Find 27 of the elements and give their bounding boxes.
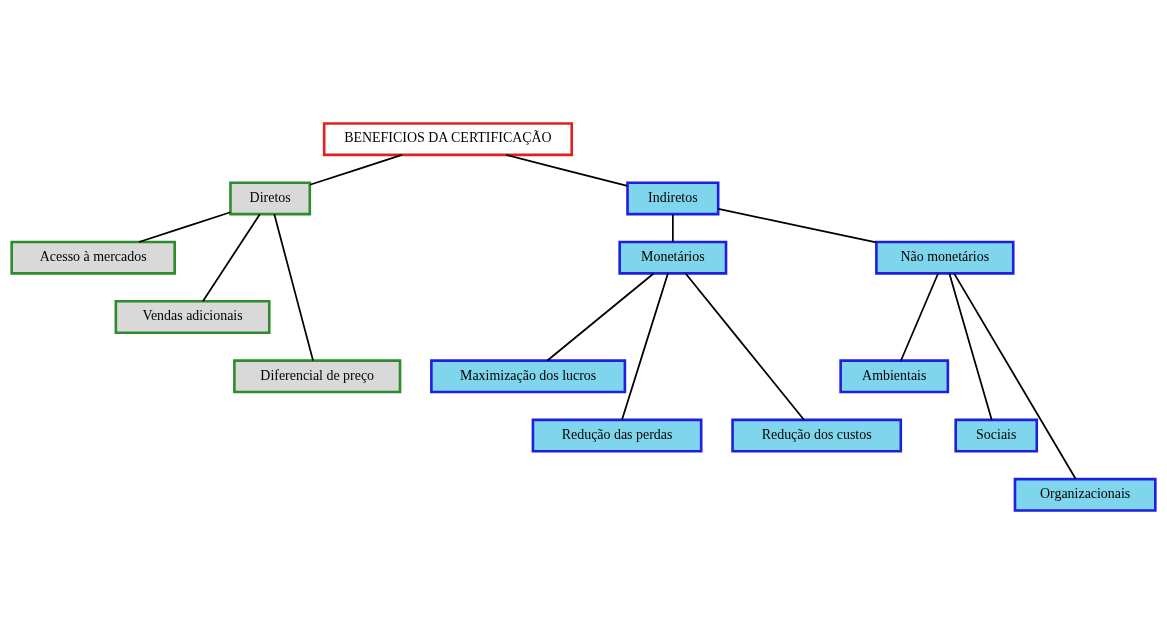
connector xyxy=(138,210,232,243)
connector xyxy=(672,213,674,242)
node-box: Diferencial de preço xyxy=(233,358,402,393)
node-box: Diretos xyxy=(229,180,312,215)
node-box: Não monetários xyxy=(875,240,1015,275)
node-box: Monetários xyxy=(618,240,728,275)
connector xyxy=(546,272,655,361)
connector xyxy=(202,212,261,302)
connector xyxy=(621,272,669,421)
connector xyxy=(505,153,629,187)
node-box: Maximização dos lucros xyxy=(430,358,627,393)
node-box: Vendas adicionais xyxy=(114,299,271,334)
node-box: Redução das perdas xyxy=(531,418,703,453)
node-box: Organizacionais xyxy=(1013,477,1157,512)
node-box: Indiretos xyxy=(626,180,720,215)
node-box: Ambientais xyxy=(839,358,950,393)
node-box: Acesso à mercados xyxy=(10,240,176,275)
connector xyxy=(309,153,403,186)
connector xyxy=(900,272,939,361)
connector xyxy=(953,272,1077,480)
connector xyxy=(717,207,878,243)
connector xyxy=(948,272,993,421)
node-box: BENEFICIOS DA CERTIFICAÇÃO xyxy=(322,121,574,156)
connector xyxy=(684,272,805,421)
node-box: Redução dos custos xyxy=(731,418,903,453)
connector xyxy=(273,212,314,361)
node-box: Sociais xyxy=(954,418,1039,453)
